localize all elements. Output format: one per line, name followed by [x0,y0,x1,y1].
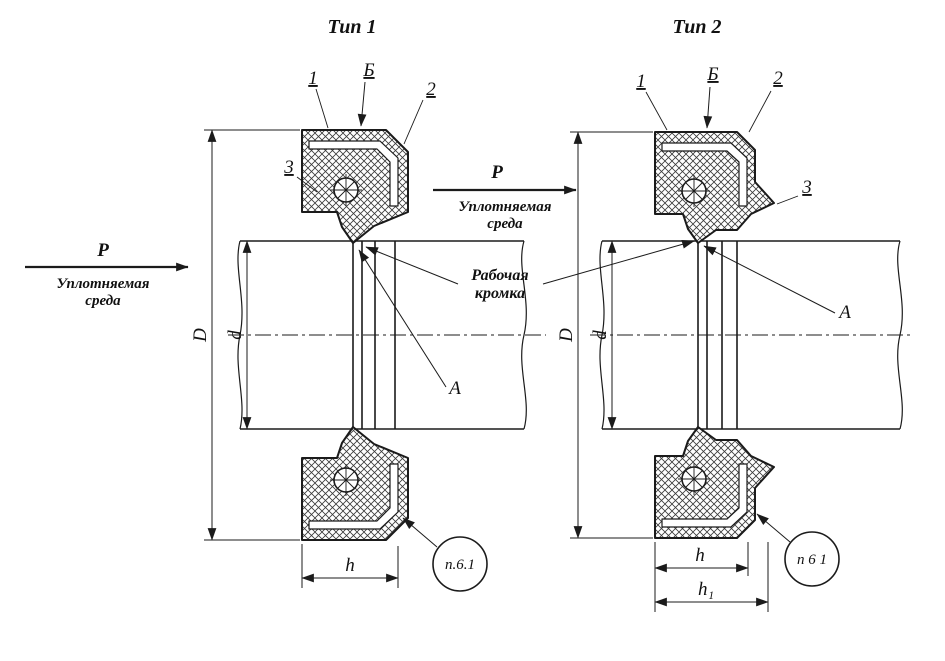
spring-center-marks [330,174,362,206]
view-arrow-b [703,86,713,129]
note-ref-circle [784,531,840,587]
shaft-surface-lines [240,240,524,430]
part-leader-3 [296,176,318,193]
medium-label-line1: Уплотняемая [56,276,149,292]
type2-title: Тип 2 [673,16,722,38]
part-leader-1 [645,91,668,131]
part-leader-2 [403,99,424,145]
view-arrow-b [357,81,367,127]
metal-insert-top [661,142,748,207]
dim-label-d: d [225,330,246,340]
type1-title: Тип 1 [328,16,377,38]
view-label-b: Б [362,60,374,81]
note-leader-arrow [756,513,791,543]
metal-insert-bottom [661,463,748,528]
pressure-symbol: P [96,240,109,261]
working-edge-annotation: Рабочая кромка [365,240,695,302]
shaft-break-line-right [521,240,527,430]
type2-drawing: Тип 2 D d h h₁ п 6 1 [433,16,912,612]
seal-bore-lines [697,241,738,429]
pressure-symbol: P [490,162,503,183]
note-ref-circle [432,536,488,592]
metal-insert-bottom [308,463,399,530]
view-label-b: Б [706,64,718,85]
dim-label-D: D [190,328,211,343]
working-edge-label-line1: Рабочая [470,267,528,284]
dim-extension-D [570,131,653,539]
type1-drawing: Тип 1 D d h п.6.1 1 [25,16,546,592]
detail-leader-a [358,249,447,388]
spring-center-marks [678,463,710,495]
part-leader-2 [748,90,772,133]
working-edge-label-line2: кромка [475,285,525,302]
working-edge-leader-left [365,246,459,285]
shaft-surface-lines [602,240,900,430]
part-label-2: 2 [773,68,783,89]
dim-label-d: d [590,330,611,340]
part-label-1: 1 [308,68,318,89]
detail-label-a: A [447,378,461,399]
spring-center-marks [330,464,362,496]
working-edge-leader-right [542,240,695,285]
part-label-1: 1 [636,71,646,92]
part-leader-3 [776,195,799,205]
detail-leader-a [703,245,836,314]
part-leader-1 [315,88,329,129]
note-leader-arrow [402,517,438,548]
medium-label-line2: среда [85,293,121,309]
dim-label-h: h [345,555,355,576]
part-label-3: 3 [801,177,812,198]
dim-label-h: h [695,545,705,566]
detail-label-a: A [837,302,851,323]
seal-bore-lines [352,241,396,429]
dim-extension-D [204,129,300,541]
medium-label-line2: среда [487,216,523,232]
note-ref-text: п 6 1 [797,552,827,568]
part-label-3: 3 [283,157,294,178]
medium-label-line1: Уплотняемая [458,199,551,215]
note-ref-text: п.6.1 [445,557,475,573]
part-label-2: 2 [426,79,436,100]
metal-insert-top [308,140,399,207]
dim-label-D: D [556,328,577,343]
spring-center-marks [678,175,710,207]
dim-label-h1: h₁ [698,579,714,600]
